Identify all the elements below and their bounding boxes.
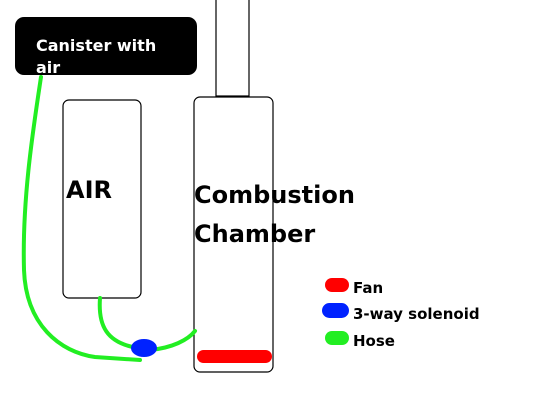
legend-swatch-solenoid — [322, 303, 349, 318]
hose-air-tank-to-solenoid — [97, 296, 140, 350]
legend-label-fan: Fan — [353, 279, 383, 297]
legend-swatch-fan — [325, 278, 349, 292]
combustion-chamber: Combustion Chamber — [193, 96, 355, 373]
combustion-chamber-body — [193, 96, 274, 373]
fan — [197, 350, 272, 363]
canister-label-line2: air — [36, 58, 60, 77]
canister-label-line1: Canister with — [36, 36, 156, 55]
air-tank: AIR — [62, 99, 142, 299]
legend-item-hose: Hose — [325, 331, 395, 350]
hose-canister-to-solenoid — [21, 75, 142, 362]
legend-item-fan: Fan — [325, 278, 383, 297]
legend-item-solenoid: 3-way solenoid — [322, 303, 480, 323]
chamber-label-line2: Chamber — [194, 220, 315, 248]
air-tank-label: AIR — [66, 176, 112, 204]
canister-box — [15, 17, 197, 75]
legend-label-hose: Hose — [353, 332, 395, 350]
canister: Canister with air — [15, 17, 197, 77]
legend-swatch-hose — [325, 331, 349, 345]
legend: Fan 3-way solenoid Hose — [322, 278, 480, 350]
exhaust-pipe — [215, 0, 250, 97]
solenoid-valve — [131, 339, 157, 357]
legend-label-solenoid: 3-way solenoid — [353, 305, 480, 323]
chamber-label-line1: Combustion — [194, 181, 355, 209]
